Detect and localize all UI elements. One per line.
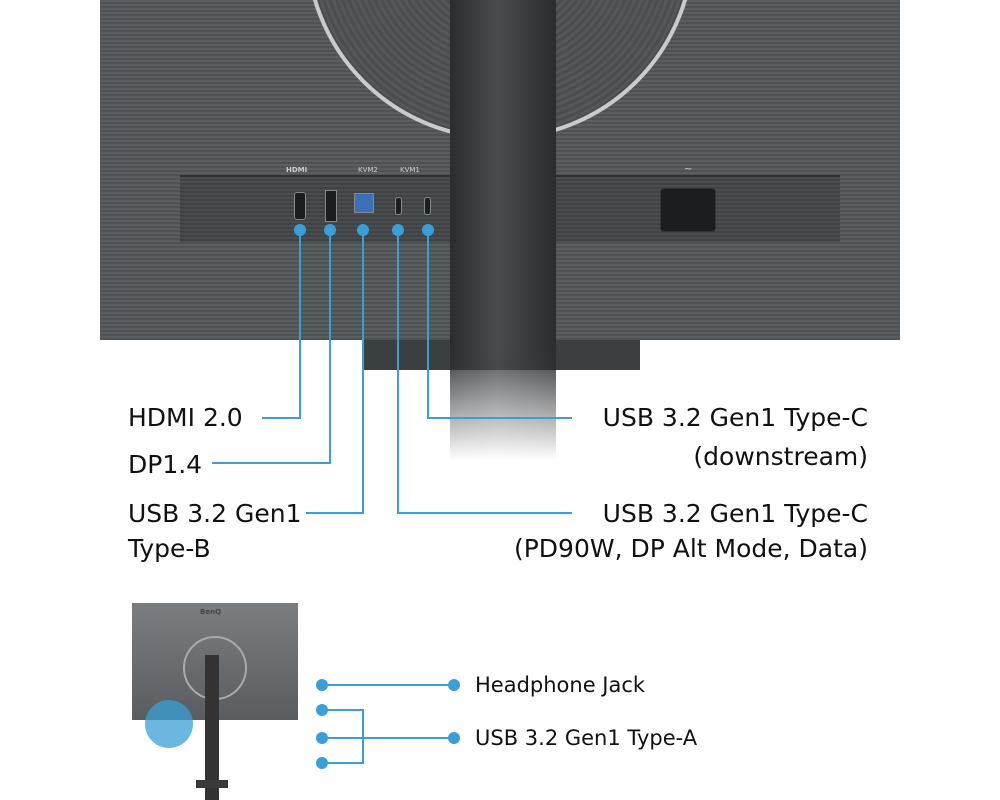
typec-down-label-2: (downstream)	[693, 442, 868, 471]
usb-a-dot-right	[448, 732, 460, 744]
typec-pd-label-1: USB 3.2 Gen1 Type-C	[602, 499, 868, 528]
typeb-label-2: Type-B	[128, 534, 211, 563]
headphone-label: Headphone Jack	[475, 673, 646, 697]
usb-c-port-2	[424, 197, 431, 215]
typec-down-label-1: USB 3.2 Gen1 Type-C	[602, 403, 868, 432]
inset-base	[196, 780, 228, 788]
hdmi-marking: HDMI	[286, 166, 308, 174]
highlight-circle	[145, 700, 193, 748]
typeb-label-1: USB 3.2 Gen1	[128, 499, 302, 528]
usb-b-port	[354, 193, 374, 213]
hdmi-port	[294, 192, 306, 220]
usb-c-port-1	[395, 197, 402, 215]
dp-label: DP1.4	[128, 450, 203, 479]
jack-dot-right	[448, 679, 460, 691]
brand-logo: BenQ	[200, 608, 222, 616]
power-marking: ~	[684, 164, 693, 175]
hdmi-label: HDMI 2.0	[128, 403, 243, 432]
power-port	[660, 188, 716, 232]
typec-pd-label-2: (PD90W, DP Alt Mode, Data)	[513, 534, 868, 563]
dp-port	[325, 190, 337, 222]
usb-a-label: USB 3.2 Gen1 Type-A	[475, 726, 698, 750]
kvm1-marking: KVM1	[400, 166, 420, 174]
inset-stand	[205, 655, 219, 800]
kvm2-marking: KVM2	[358, 166, 378, 174]
monitor-stand	[450, 0, 556, 460]
